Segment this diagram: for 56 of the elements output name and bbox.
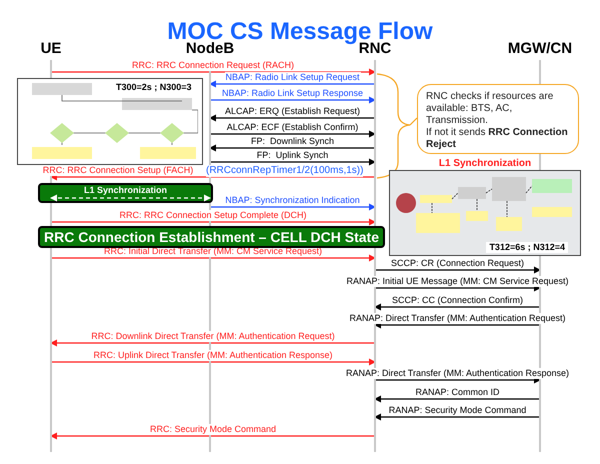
timer-caption: T312=6s ; N312=4 <box>486 242 568 253</box>
lifeline-header: RNC <box>358 40 392 58</box>
lifeline-header: MGW/CN <box>508 40 572 58</box>
timer-caption: T300=2s ; N300=3 <box>116 82 192 93</box>
state-banner <box>38 226 385 248</box>
lifeline-header: UE <box>40 40 62 58</box>
message-label: RRC: RRC Connection Setup (FACH) <box>42 165 194 176</box>
message-label: RRC: Downlink Direct Transfer (MM: Authentication Request) <box>90 331 336 342</box>
message-arrow <box>375 266 541 274</box>
message-arrow <box>374 322 540 328</box>
message-arrow <box>209 80 375 88</box>
state-title: RRC Connection Establishment – CELL DCH State <box>44 229 379 245</box>
message-label: NBAP: Radio Link Setup Response <box>220 88 364 99</box>
message-arrow <box>51 218 376 226</box>
message-label: RANAP: Security Mode Command <box>388 405 528 416</box>
message-label: RANAP: Common ID <box>414 387 501 398</box>
picture-heading: L1 Synchronization <box>438 158 532 170</box>
message-arrow <box>375 376 541 384</box>
message-label: RANAP: Direct Transfer (MM: Authentication Request) <box>348 313 567 324</box>
message-label: RRC: Uplink Direct Transfer (MM: Authentication Response) <box>92 350 334 361</box>
message-label: SCCP: CC (Connection Confirm) <box>390 295 524 306</box>
message-arrow <box>374 414 540 420</box>
callout-bubble <box>417 84 579 154</box>
message-arrow <box>50 340 375 346</box>
message-arrow <box>210 204 376 210</box>
message-arrow <box>50 174 375 180</box>
message-label: ALCAP: ERQ (Establish Request) <box>224 106 362 117</box>
message-label: ALCAP: ECF (Establish Confirm) <box>226 122 360 133</box>
phase-title: L1 Synchronization <box>84 185 167 195</box>
message-label: FP: Downlink Synch <box>250 136 336 147</box>
callout-text: If not it sends RRC Connection Reject <box>426 127 569 151</box>
message-arrow <box>51 254 376 262</box>
message-arrow <box>375 284 541 292</box>
message-arrow <box>50 432 375 440</box>
message-arrow <box>50 194 211 202</box>
message-label: RRC: RRC Connection Request (RACH) <box>130 60 296 71</box>
message-label: SCCP: CR (Connection Request) <box>390 258 526 269</box>
callout-brace <box>376 73 418 179</box>
message-label: FP: Uplink Synch <box>256 150 330 161</box>
message-label: RANAP: Direct Transfer (MM: Authentication Response) <box>344 368 570 379</box>
message-arrow <box>209 144 375 152</box>
message-arrow <box>51 68 376 76</box>
message-arrow <box>210 158 376 166</box>
message-arrow <box>210 96 376 104</box>
message-label: NBAP: Radio Link Setup Request <box>224 72 361 83</box>
message-arrow <box>374 304 540 310</box>
message-arrow <box>51 358 376 366</box>
message-label: RRC: RRC Connection Setup Complete (DCH) <box>118 210 308 221</box>
callout-text: RNC checks if resources are available: BTS, AC, Transmission. <box>426 91 554 127</box>
message-label: NBAP: Synchronization Indication <box>224 195 361 206</box>
message-arrow <box>374 396 540 402</box>
timer-note: (RRCconnRepTimer1/2(100ms,1s)) <box>206 165 364 177</box>
message-label: RRC: Security Mode Command <box>148 424 278 435</box>
message-label: RANAP: Initial UE Message (MM: CM Service Request) <box>345 276 570 287</box>
message-arrow <box>210 130 376 138</box>
message-arrow <box>209 114 375 122</box>
